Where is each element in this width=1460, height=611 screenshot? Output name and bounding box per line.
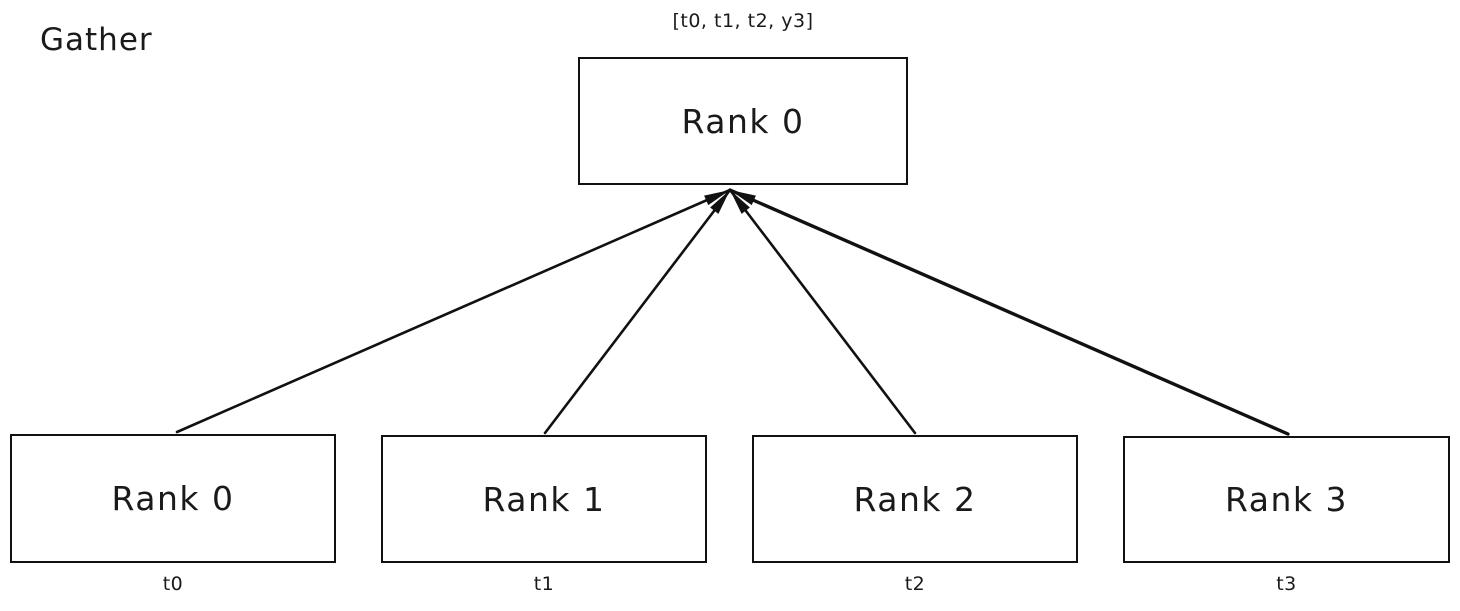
node-label: Rank 0 bbox=[111, 479, 235, 518]
destination-node-rank-0[interactable]: Rank 0 bbox=[578, 57, 908, 185]
arrowhead-t2 bbox=[730, 190, 750, 214]
arrow-line-t3 bbox=[728, 188, 1290, 436]
source-node-rank-3[interactable]: Rank 3 bbox=[1123, 436, 1450, 563]
arrow-line-t2 bbox=[728, 188, 917, 435]
arrow-line-t1 bbox=[543, 188, 732, 435]
page-title: Gather bbox=[40, 22, 153, 58]
tensor-label-t0: t0 bbox=[162, 573, 184, 595]
source-node-rank-0[interactable]: Rank 0 bbox=[10, 434, 336, 563]
tensor-label-t3: t3 bbox=[1276, 573, 1297, 595]
tensor-label-t2: t2 bbox=[904, 573, 926, 595]
source-node-rank-1[interactable]: Rank 1 bbox=[381, 435, 707, 563]
arrowhead-t1 bbox=[710, 190, 730, 214]
node-label: Rank 0 bbox=[681, 101, 805, 141]
node-label: Rank 3 bbox=[1225, 480, 1348, 519]
source-node-rank-2[interactable]: Rank 2 bbox=[752, 435, 1078, 563]
node-label: Rank 1 bbox=[482, 479, 606, 519]
destination-tensor-annotation: [t0, t1, t2, y3] bbox=[672, 10, 814, 32]
node-label: Rank 2 bbox=[853, 479, 977, 519]
arrowhead-t3 bbox=[730, 190, 756, 206]
arrow-line-t0 bbox=[175, 188, 732, 434]
tensor-label-t1: t1 bbox=[533, 573, 555, 595]
arrowhead-t0 bbox=[704, 190, 730, 206]
